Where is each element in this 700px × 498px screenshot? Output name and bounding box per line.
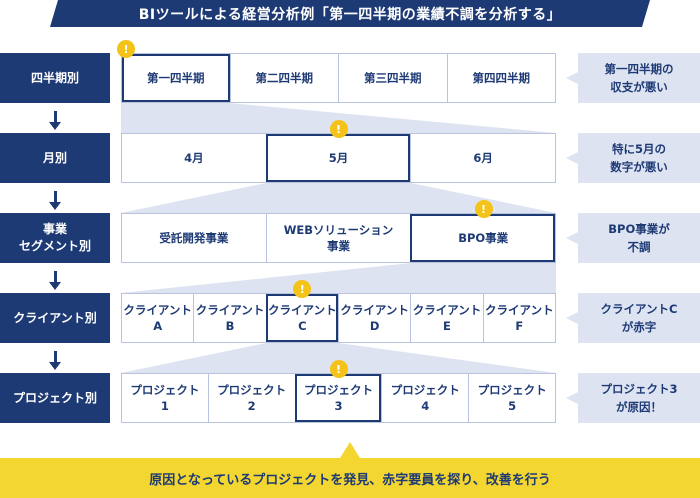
breakdown-cell: クライアント A — [123, 303, 192, 333]
level-label-3: 事業 セグメント別 — [0, 213, 110, 263]
down-arrow-icon — [49, 271, 61, 291]
highlighted-cell: 5月 — [265, 134, 411, 182]
highlighted-cell: 第一四半期 — [122, 54, 230, 102]
breakdown-cell: 第四四半期 — [446, 54, 556, 102]
exclamation-icon: ! — [329, 360, 348, 378]
finding-callout-5: プロジェクト3 が原因！ — [566, 373, 700, 423]
exclamation-icon: ! — [293, 280, 312, 298]
down-arrow-icon — [49, 191, 61, 211]
breakdown-cell: 6月 — [410, 134, 555, 182]
bottom-pointer — [340, 442, 360, 458]
level-row-1: 第一四半期第二四半期第三四半期第四四半期 — [121, 53, 556, 103]
breakdown-cell: クライアント F — [482, 294, 555, 342]
highlighted-cell: BPO事業 — [410, 214, 556, 262]
breakdown-cell: クライアント D — [337, 294, 410, 342]
finding-callout-4: クライアントC が赤字 — [566, 293, 700, 343]
breakdown-cell: クライアント E — [410, 294, 482, 342]
breakdown-cell: 受託開発事業 — [159, 231, 229, 245]
drilldown-wedge — [121, 183, 556, 213]
level-label-1: 四半期別 — [0, 53, 110, 103]
highlighted-cell: クライアント C — [265, 294, 338, 342]
breakdown-cell: クライアント B — [193, 294, 265, 342]
level-label-5: プロジェクト別 — [0, 373, 110, 423]
breakdown-cell: 4月 — [184, 151, 204, 165]
level-label-2: 月別 — [0, 133, 110, 183]
down-arrow-icon — [49, 351, 61, 371]
finding-callout-3: BPO事業が 不調 — [566, 213, 700, 263]
breakdown-cell: 第二四半期 — [229, 54, 339, 102]
breakdown-cell: WEBソリューション 事業 — [265, 214, 411, 262]
exclamation-icon: ! — [117, 40, 135, 58]
exclamation-icon: ! — [329, 120, 348, 138]
breakdown-cell: プロジェクト 4 — [381, 374, 468, 422]
breakdown-cell: 第三四半期 — [338, 54, 447, 102]
finding-callout-1: 第一四半期の 収支が悪い — [566, 53, 700, 103]
exclamation-icon: ! — [474, 200, 493, 218]
drilldown-wedge — [121, 263, 556, 293]
page-title: BIツールによる経営分析例「第一四半期の業績不調を分析する」 — [50, 0, 650, 27]
highlighted-cell: プロジェクト 3 — [294, 374, 382, 422]
level-label-4: クライアント別 — [0, 293, 110, 343]
conclusion-banner: 原因となっているプロジェクトを発見、赤字要員を探り、改善を行う — [0, 458, 700, 498]
down-arrow-icon — [49, 111, 61, 131]
breakdown-cell: プロジェクト 2 — [207, 374, 295, 422]
drilldown-wedge — [121, 343, 556, 373]
finding-callout-2: 特に5月の 数字が悪い — [566, 133, 700, 183]
breakdown-cell: プロジェクト 5 — [468, 374, 555, 422]
breakdown-cell: プロジェクト 1 — [130, 383, 200, 413]
drilldown-wedge — [121, 103, 556, 133]
